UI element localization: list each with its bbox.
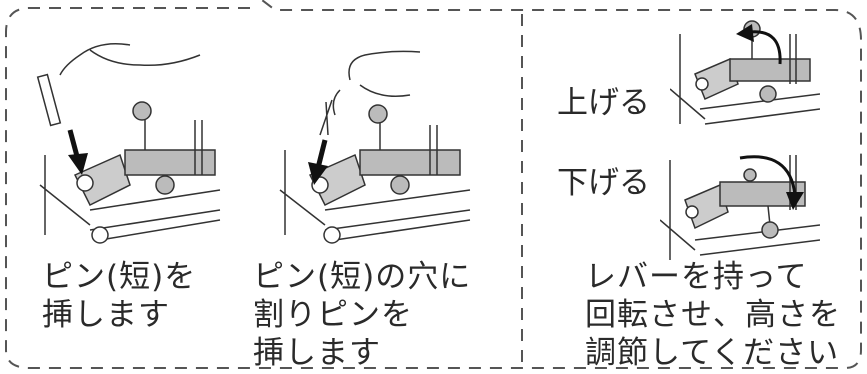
step3-caption-line1: レバーを持って xyxy=(585,259,808,295)
raise-label: 上げる xyxy=(557,85,650,121)
cotter-pin-illustration xyxy=(279,50,471,244)
step3-caption-line3: 調節してください xyxy=(585,335,840,371)
lower-label: 下げる xyxy=(557,165,650,201)
lower-illustration xyxy=(660,155,820,260)
step2-caption-line1: ピン(短)の穴に xyxy=(253,259,472,295)
step3-caption-line2: 回転させ、高さを xyxy=(585,297,841,333)
raise-illustration xyxy=(670,20,820,125)
step1-caption-line2: 挿します xyxy=(42,297,170,333)
step2-caption-line2: 割りピンを xyxy=(253,297,413,333)
step2-caption-line3: 挿します xyxy=(253,335,381,371)
step1-caption-line1: ピン(短)を xyxy=(42,259,197,295)
insert-pin-illustration xyxy=(36,43,221,244)
